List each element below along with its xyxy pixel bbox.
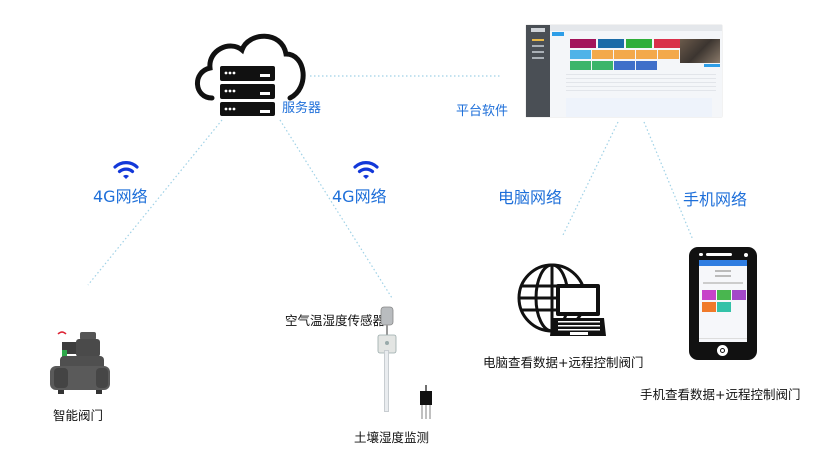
phone-field: [715, 275, 731, 277]
phone-camera: [744, 253, 748, 257]
phone-tile: [702, 290, 716, 300]
platform-nav-item: [532, 45, 544, 47]
platform-tile: [614, 61, 635, 70]
phone-tile: [717, 302, 731, 312]
platform-table-row: [566, 78, 716, 79]
platform-chart-area: [566, 98, 712, 117]
platform-logo: [531, 28, 545, 32]
platform-topbar: [550, 25, 722, 31]
air-sensor-label: 空气温湿度传感器: [285, 313, 386, 328]
wifi-icon: [353, 161, 379, 179]
soil-probe-icon: [420, 385, 432, 419]
platform-tile: [658, 50, 679, 59]
computer-label: 电脑查看数据+远程控制阀门: [483, 355, 644, 370]
platform-tile: [598, 39, 624, 48]
platform-tile: [614, 50, 635, 59]
platform-nav-item: [532, 51, 544, 53]
link-platform-mobile: [643, 121, 694, 241]
platform-tile: [592, 50, 613, 59]
link-platform-computer: [561, 121, 619, 238]
link-label-4g-sensor: 4G网络: [332, 187, 387, 206]
phone-speaker: [706, 253, 732, 256]
platform-tile: [570, 61, 591, 70]
soil-sensor-label: 土壤湿度监测: [354, 430, 430, 445]
platform-nav-item: [532, 57, 544, 59]
phone-app-header: [699, 260, 747, 266]
phone-tabbar: [699, 338, 747, 339]
platform-tile: [626, 39, 652, 48]
phone-sensor: [699, 253, 703, 256]
platform-tile: [570, 39, 596, 48]
smartphone-icon: [689, 247, 757, 360]
platform-tab: [552, 32, 564, 36]
server-node: [190, 26, 310, 116]
link-label-computer-network: 电脑网络: [498, 188, 563, 207]
platform-nav-item: [532, 39, 544, 41]
platform-button: [704, 64, 720, 67]
platform-tile: [636, 61, 657, 70]
phone-screen: [699, 260, 747, 342]
phone-tile: [702, 302, 716, 312]
mobile-label: 手机查看数据+远程控制阀门: [640, 387, 801, 402]
phone-text: [703, 282, 743, 284]
platform-tile: [592, 61, 613, 70]
platform-label: 平台软件: [456, 104, 509, 119]
platform-tile: [654, 39, 680, 48]
platform-table-row: [566, 82, 716, 83]
platform-table-row: [566, 86, 716, 87]
globe-laptop-icon: [517, 263, 606, 336]
server-label: 服务器: [282, 101, 322, 116]
wifi-icon: [113, 161, 139, 179]
phone-home-button: [717, 345, 728, 356]
platform-dashboard-screenshot: [526, 25, 722, 117]
phone-tile: [732, 290, 746, 300]
solenoid-valve-icon: [50, 331, 110, 394]
link-server-valve: [87, 119, 223, 286]
platform-camera-image: [680, 39, 720, 63]
valve-label: 智能阀门: [53, 408, 104, 423]
link-label-4g-valve: 4G网络: [93, 187, 148, 206]
phone-tile: [717, 290, 731, 300]
platform-table-row: [566, 90, 716, 91]
link-server-air-sensor: [279, 119, 393, 299]
air-sensor-icon: [377, 306, 397, 354]
platform-sidebar: [526, 25, 550, 117]
platform-table-row: [566, 74, 716, 75]
link-label-mobile-network: 手机网络: [683, 190, 748, 209]
platform-tile: [570, 50, 591, 59]
sensor-pole: [384, 350, 389, 412]
phone-field: [715, 270, 731, 272]
cloud-server-icon: [195, 33, 306, 116]
platform-tile: [636, 50, 657, 59]
